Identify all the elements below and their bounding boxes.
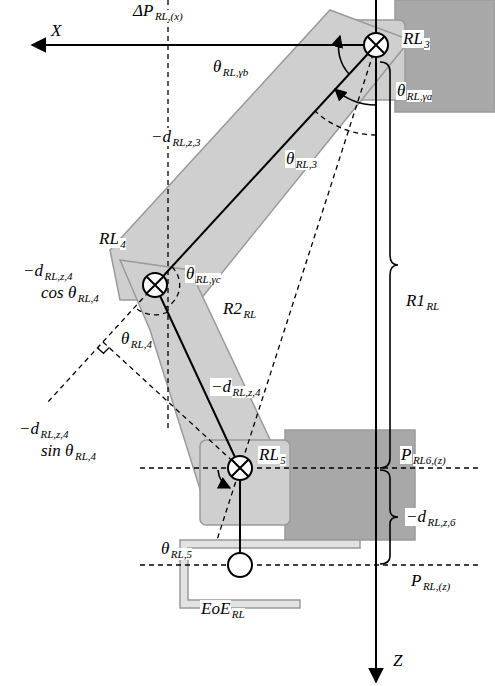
symbol-subscript: RL,γa bbox=[407, 90, 432, 102]
symbol-label: sin θ bbox=[40, 442, 74, 460]
angle-arrows bbox=[218, 36, 376, 488]
symbol-subscript: RL,γc bbox=[196, 273, 221, 285]
symbol-label: P bbox=[400, 446, 412, 464]
symbol-label: RL bbox=[258, 446, 280, 464]
symbol-label: −d bbox=[150, 128, 172, 146]
symbol-label: θ bbox=[285, 150, 295, 168]
symbol-subscript: 5 bbox=[280, 454, 286, 466]
reference-lines bbox=[47, 0, 480, 565]
right-angle-mark bbox=[98, 347, 110, 353]
symbol-subscript: RL,5 bbox=[171, 548, 192, 560]
symbol-label: θ bbox=[212, 58, 222, 76]
symbol-label: cos θ bbox=[40, 284, 77, 302]
symbol-subscript: RL,z,4 bbox=[44, 270, 72, 282]
symbol-subscript: 4 bbox=[120, 238, 126, 250]
symbol-subscript: 3 bbox=[424, 38, 430, 50]
symbol-label: P bbox=[410, 572, 422, 590]
symbol-subscript: RL,z,3 bbox=[172, 136, 200, 148]
symbol-label: RL bbox=[402, 30, 424, 48]
symbol-subscript: RL bbox=[232, 608, 245, 620]
symbol-label: EoE bbox=[200, 600, 231, 618]
symbol-subscript: RL,γb bbox=[223, 66, 248, 78]
symbol-label: Z bbox=[392, 652, 403, 670]
symbol-subscript: RL,4 bbox=[78, 292, 99, 304]
symbol-subscript: RL,z,4 bbox=[40, 428, 68, 440]
symbol-label: R1 bbox=[405, 292, 426, 310]
symbol-subscript: RL,3 bbox=[296, 158, 317, 170]
robot-hardware bbox=[110, 0, 495, 608]
symbol-label: θ bbox=[120, 330, 130, 348]
symbol-label: RL bbox=[98, 230, 120, 248]
symbol-label: θ bbox=[160, 540, 170, 558]
symbol-subscript: RL,z,4 bbox=[232, 386, 260, 398]
symbol-subscript: RL,4 bbox=[131, 338, 152, 350]
symbol-label: −d bbox=[210, 378, 232, 396]
symbol-subscript: RL6,(z) bbox=[413, 454, 446, 466]
symbol-label: −d bbox=[18, 420, 40, 438]
symbol-subscript: RL,(x) bbox=[155, 10, 183, 22]
braces bbox=[380, 62, 398, 564]
symbol-label: θ bbox=[185, 265, 195, 283]
axes bbox=[32, 0, 376, 682]
symbol-subscript: RL bbox=[426, 300, 439, 312]
joint-symbols bbox=[143, 33, 388, 577]
symbol-subscript: RL bbox=[243, 308, 256, 320]
symbol-subscript: RL,z,6 bbox=[427, 516, 455, 528]
symbol-subscript: RL,(z) bbox=[423, 580, 450, 592]
symbol-label: −d bbox=[22, 262, 44, 280]
symbol-label: ΔP bbox=[132, 2, 154, 20]
symbol-subscript: RL,4 bbox=[75, 450, 96, 462]
symbol-label: −d bbox=[405, 508, 427, 526]
symbol-label: θ bbox=[396, 82, 406, 100]
symbol-label: X bbox=[50, 22, 62, 40]
links bbox=[155, 45, 376, 553]
symbol-label: R2 bbox=[222, 300, 243, 318]
